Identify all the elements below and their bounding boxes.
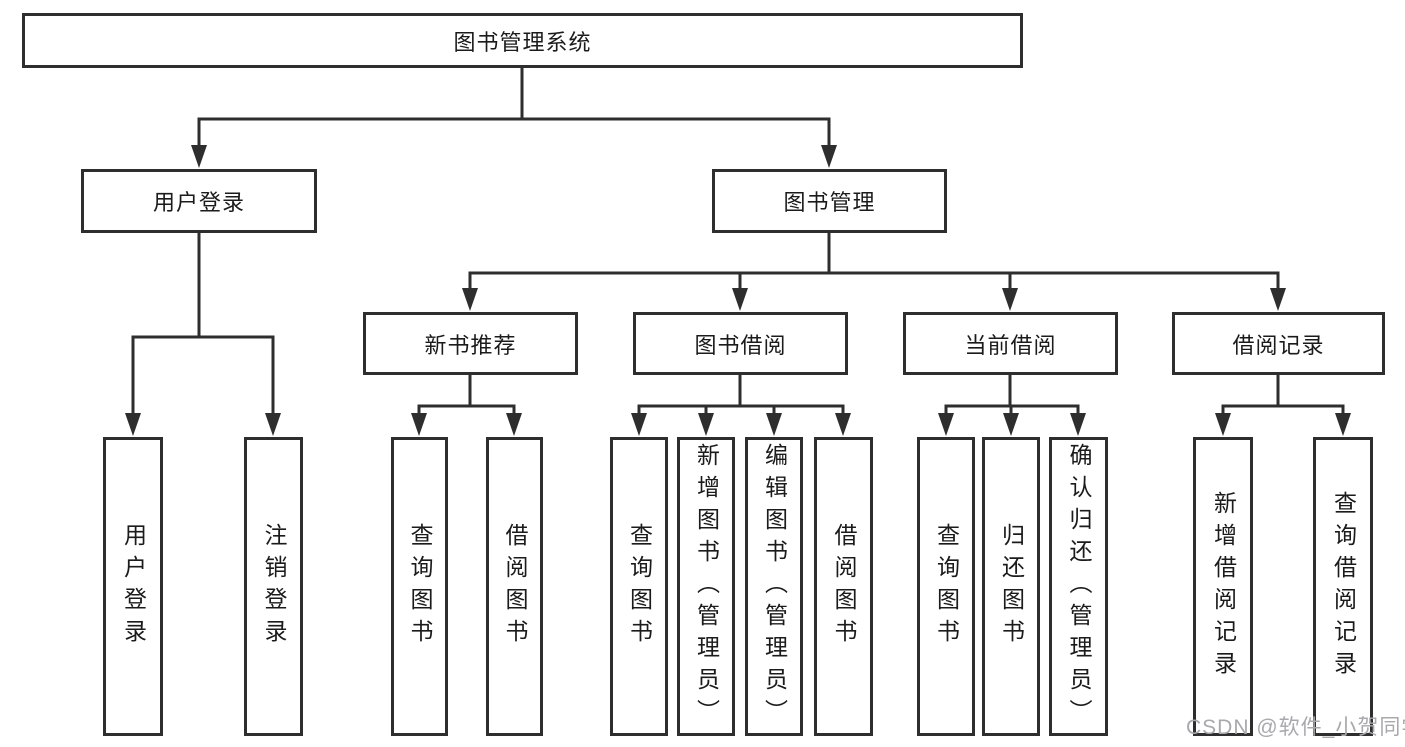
leaf-label: 借阅图书 <box>831 522 857 651</box>
leaf-label: 确认归还（管理员） <box>1066 442 1092 731</box>
leaf-borrow-books-recommend: 借阅图书 <box>486 437 543 736</box>
leaf-label: 查询图书 <box>626 522 653 651</box>
leaf-label: 查询借阅记录 <box>1330 490 1357 683</box>
leaf-logout: 注销登录 <box>244 437 303 736</box>
node-borrowing-records: 借阅记录 <box>1172 312 1385 375</box>
leaf-add-borrow-record: 新增借阅记录 <box>1193 437 1253 736</box>
leaf-confirm-return-admin: 确认归还（管理员） <box>1049 437 1108 736</box>
leaf-label: 新增图书（管理员） <box>693 442 720 731</box>
leaf-label: 查询图书 <box>933 522 960 651</box>
watermark: CSDN @软件_小贺同学 <box>1186 716 1405 739</box>
leaf-label: 注销登录 <box>261 522 287 651</box>
leaf-label: 编辑图书（管理员） <box>761 442 788 731</box>
node-label: 当前借阅 <box>964 332 1057 358</box>
node-label: 借阅记录 <box>1232 332 1325 358</box>
leaf-label: 新增借阅记录 <box>1210 490 1237 683</box>
leaf-return-book: 归还图书 <box>982 437 1040 736</box>
node-new-book-recommend: 新书推荐 <box>363 312 578 375</box>
node-book-borrowing: 图书借阅 <box>633 312 848 375</box>
leaf-edit-book-admin: 编辑图书（管理员） <box>745 437 803 736</box>
node-root-library-system: 图书管理系统 <box>22 13 1023 68</box>
node-label: 用户登录 <box>152 190 245 215</box>
leaf-label: 归还图书 <box>998 522 1025 651</box>
node-label: 图书管理系统 <box>453 29 592 55</box>
node-current-borrowing: 当前借阅 <box>903 312 1118 375</box>
node-label: 新书推荐 <box>424 332 517 358</box>
leaf-user-login: 用户登录 <box>103 437 163 736</box>
node-label: 图书管理 <box>783 190 876 215</box>
node-book-management: 图书管理 <box>712 169 947 233</box>
leaf-borrow-books-borrowing: 借阅图书 <box>814 437 873 736</box>
leaf-label: 用户登录 <box>120 522 147 651</box>
leaf-add-book-admin: 新增图书（管理员） <box>677 437 735 736</box>
leaf-label: 查询图书 <box>407 522 433 651</box>
node-user-login: 用户登录 <box>81 169 317 233</box>
leaf-query-borrow-record: 查询借阅记录 <box>1313 437 1373 736</box>
leaf-label: 借阅图书 <box>502 522 528 651</box>
leaf-query-books-recommend: 查询图书 <box>391 437 448 736</box>
leaf-query-books-borrowing: 查询图书 <box>610 437 668 736</box>
leaf-query-books-current: 查询图书 <box>917 437 975 736</box>
node-label: 图书借阅 <box>694 332 787 358</box>
